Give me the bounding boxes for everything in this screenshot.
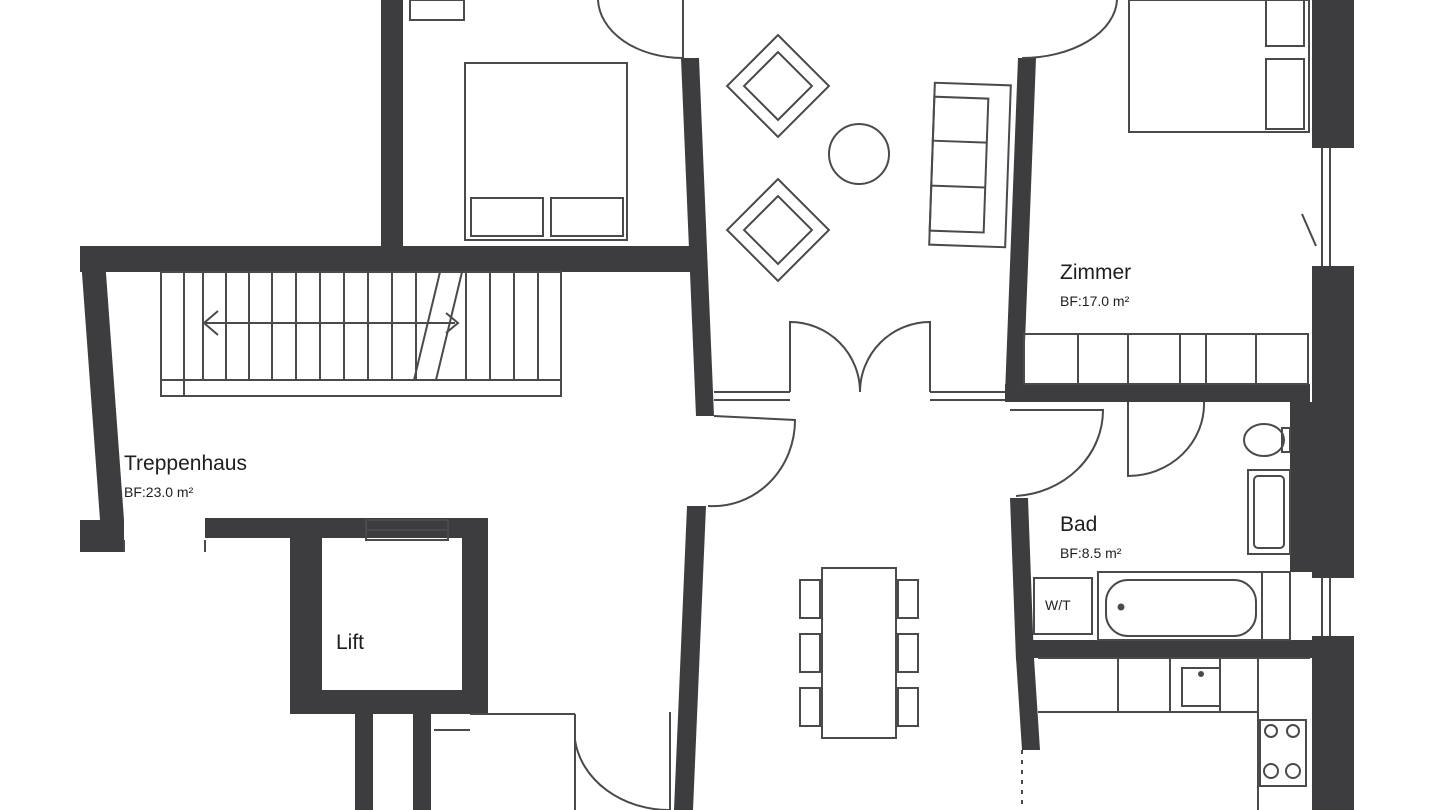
room-bad: Bad BF:8.5 m² bbox=[1060, 513, 1121, 561]
room-zimmer: Zimmer BF:17.0 m² bbox=[1060, 261, 1131, 309]
room-lift: Lift bbox=[336, 631, 364, 655]
room-name-bad: Bad bbox=[1060, 513, 1098, 536]
fine-lines bbox=[123, 0, 1331, 810]
room-name-treppenhaus: Treppenhaus bbox=[124, 452, 247, 475]
washer-dryer-label: W/T bbox=[1045, 597, 1071, 613]
walls bbox=[80, 0, 1354, 810]
room-treppenhaus: Treppenhaus BF:23.0 m² bbox=[124, 452, 247, 500]
room-area-zimmer: BF:17.0 m² bbox=[1060, 293, 1130, 309]
stair-treads bbox=[183, 272, 539, 396]
room-name-lift: Lift bbox=[336, 631, 365, 654]
room-area-treppenhaus: BF:23.0 m² bbox=[124, 484, 194, 500]
room-area-bad: BF:8.5 m² bbox=[1060, 545, 1122, 561]
room-name-zimmer: Zimmer bbox=[1060, 261, 1132, 284]
